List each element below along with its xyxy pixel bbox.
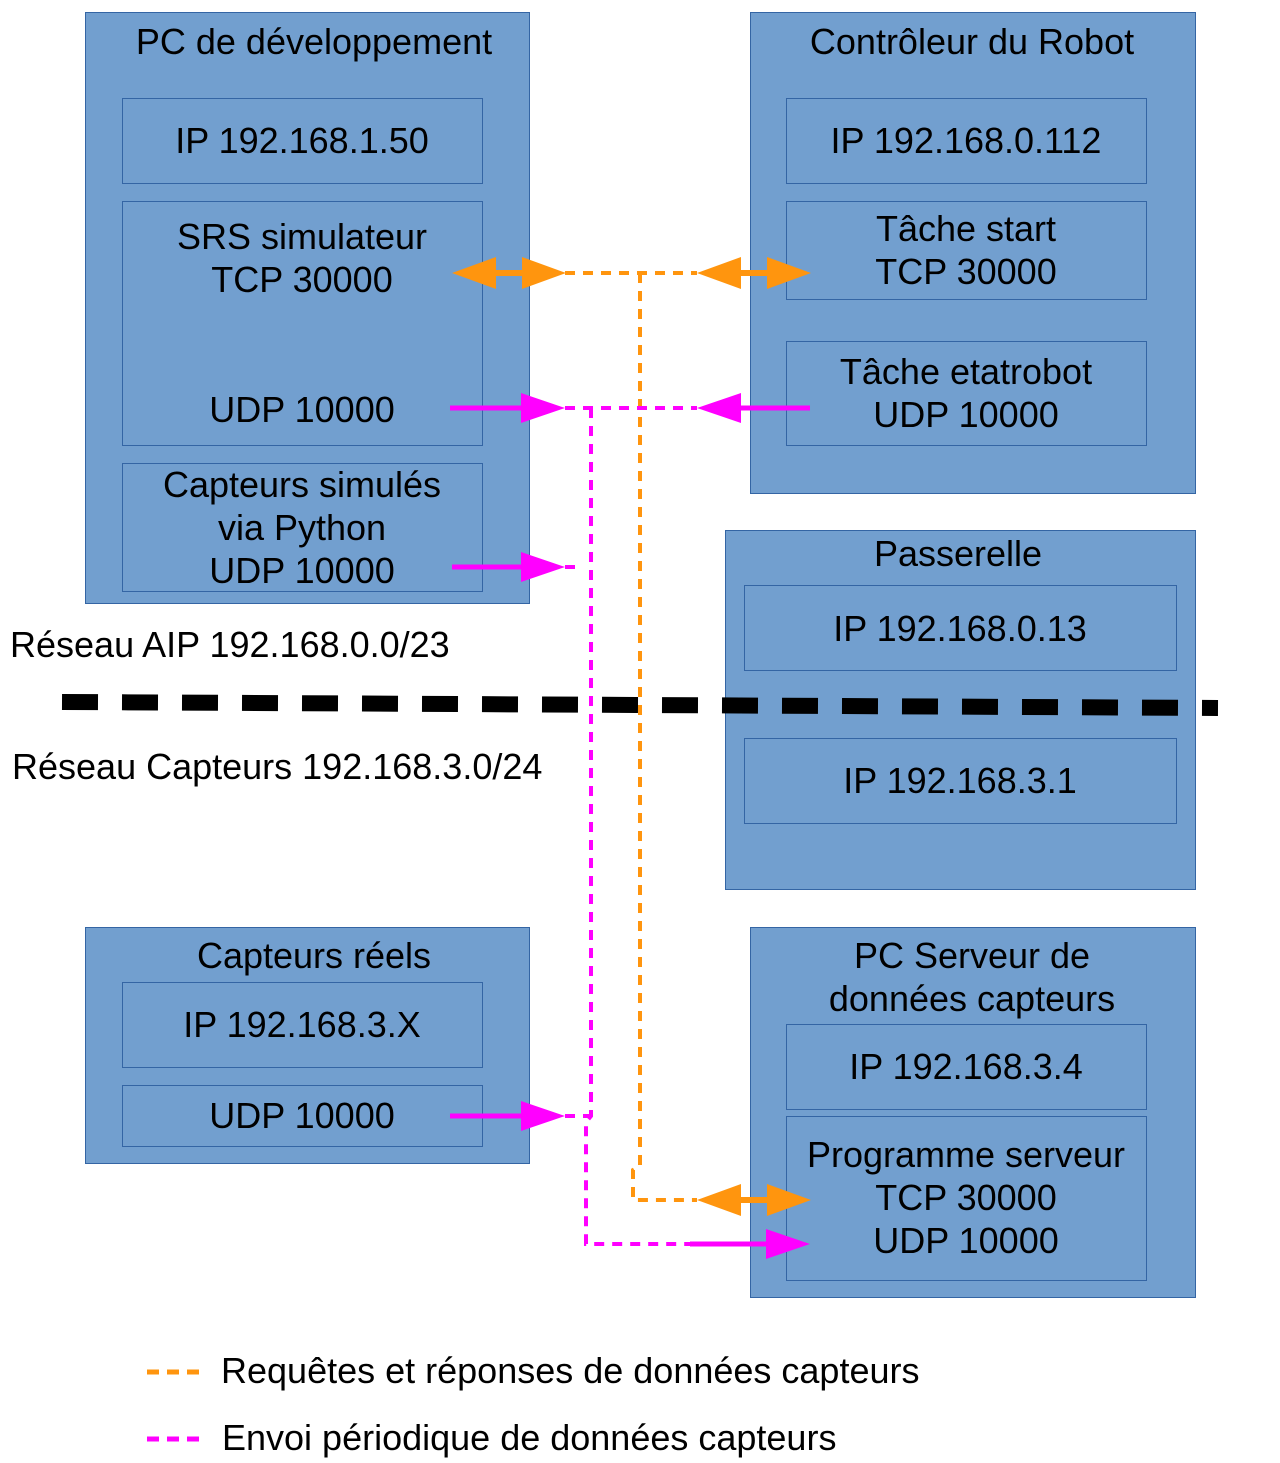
- network-separator-line: [61, 694, 1219, 716]
- etatrobot-task-box: [786, 341, 1147, 446]
- srs-simulator-udp: UDP 10000: [209, 389, 395, 430]
- robot-ip-box: [786, 98, 1147, 184]
- gateway-title: Passerelle: [873, 533, 1043, 574]
- request-arrows: [452, 257, 811, 1216]
- sensor-server-ip: IP 192.168.3.4: [849, 1046, 1083, 1087]
- sensor-server-ip-box: [786, 1024, 1147, 1110]
- sensors-network-label: Réseau Capteurs 192.168.3.0/24: [12, 746, 543, 787]
- robot-controller-title: Contrôleur du Robot: [809, 21, 1135, 62]
- simulated-sensors-box: [122, 463, 483, 592]
- sensor-server-title-line2: données capteurs: [828, 978, 1116, 1019]
- real-sensors-node: [85, 927, 530, 1164]
- robot-ip: IP 192.168.0.112: [830, 120, 1102, 161]
- gateway-aip-ip: IP 192.168.0.13: [833, 608, 1087, 649]
- server-program-udp: UDP 10000: [873, 1220, 1059, 1261]
- start-task-box: [786, 201, 1147, 300]
- server-program-name: Programme serveur: [806, 1134, 1126, 1175]
- sensor-server-title-line1: PC Serveur de: [853, 935, 1091, 976]
- robot-controller-node: [750, 12, 1196, 494]
- etatrobot-task-name: Tâche etatrobot: [839, 351, 1093, 392]
- gateway-sensors-ip-box: [744, 738, 1177, 824]
- server-program-tcp: TCP 30000: [875, 1177, 1057, 1218]
- real-sensors-ip-box: [122, 982, 483, 1068]
- simulated-sensors-name: Capteurs simulés: [162, 464, 442, 505]
- srs-simulator-name: SRS simulateur: [176, 216, 428, 257]
- gateway-sensors-ip: IP 192.168.3.1: [843, 760, 1077, 801]
- etatrobot-task-udp: UDP 10000: [873, 394, 1059, 435]
- sensor-server-node: [750, 927, 1196, 1298]
- start-task-tcp: TCP 30000: [875, 251, 1057, 292]
- srs-simulator-tcp: TCP 30000: [211, 259, 393, 300]
- dev-pc-ip-box: [122, 98, 483, 184]
- simulated-sensors-via: via Python: [217, 507, 387, 548]
- aip-network-label: Réseau AIP 192.168.0.0/23: [10, 624, 450, 665]
- srs-simulator-box: [122, 201, 483, 446]
- simulated-sensors-udp: UDP 10000: [209, 550, 395, 591]
- legend-periodic-label: Envoi périodique de données capteurs: [222, 1417, 837, 1458]
- real-sensors-udp: UDP 10000: [209, 1095, 395, 1136]
- dev-pc-node: [85, 12, 530, 604]
- periodic-link: [565, 406, 697, 1246]
- real-sensors-title: Capteurs réels: [196, 935, 432, 976]
- start-task-name: Tâche start: [875, 208, 1057, 249]
- dev-pc-title: PC de développement: [135, 21, 493, 62]
- periodic-arrows: [450, 393, 810, 1259]
- legend-request-label: Requêtes et réponses de données capteurs: [221, 1350, 920, 1391]
- gateway-aip-ip-box: [744, 585, 1177, 671]
- real-sensors-ip: IP 192.168.3.X: [183, 1004, 421, 1045]
- request-response-link: [565, 271, 697, 1202]
- dev-pc-ip: IP 192.168.1.50: [175, 120, 429, 161]
